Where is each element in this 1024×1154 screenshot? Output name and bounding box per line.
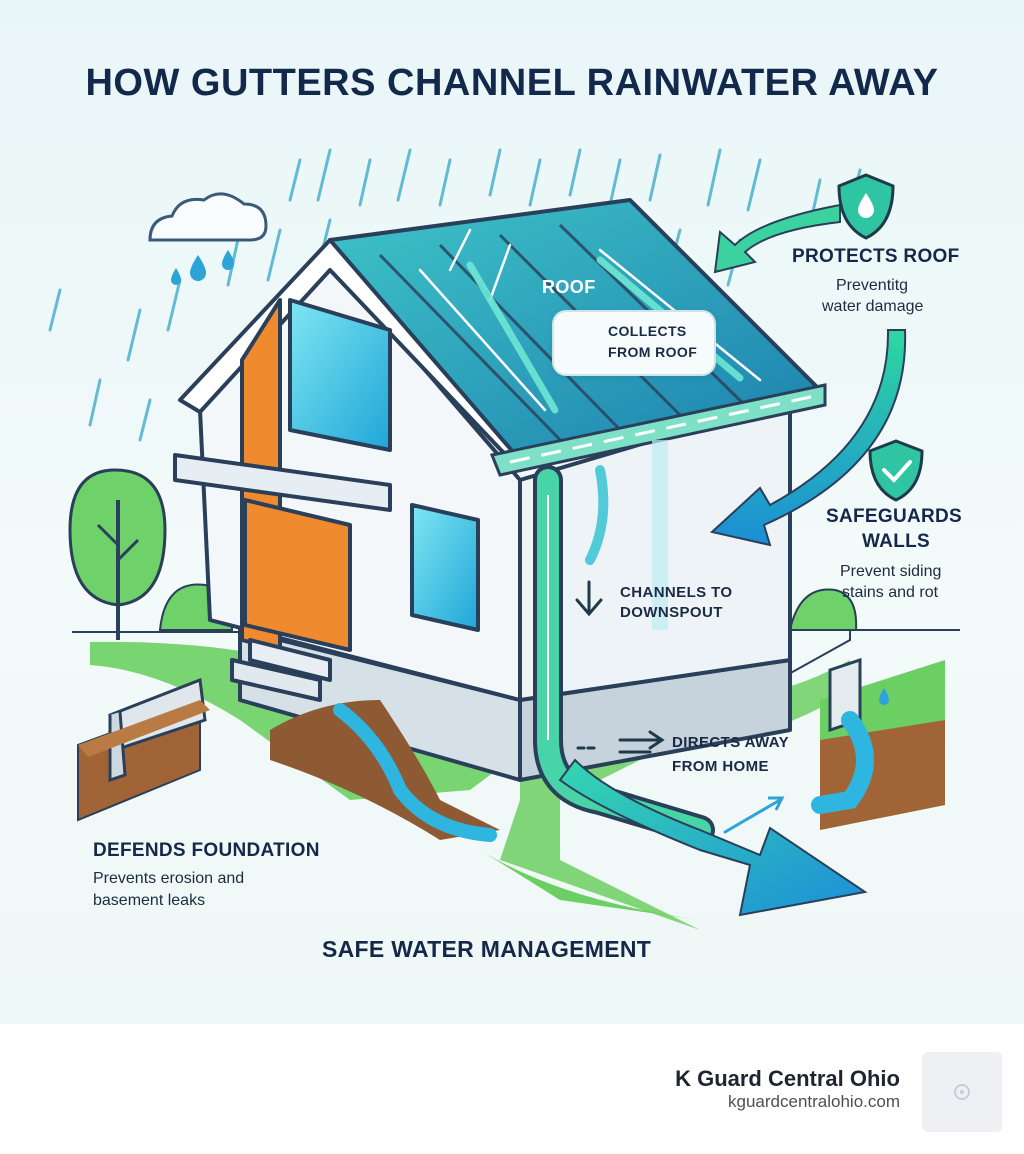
raindrop-icon — [171, 250, 234, 285]
arrow-right-icon — [576, 730, 665, 754]
footer — [0, 1024, 1024, 1154]
house-illustration — [48, 148, 960, 930]
brand-logo — [922, 1052, 1002, 1132]
safeguards-line2: stains and rot — [842, 584, 939, 601]
channels-line2: DOWNSPOUT — [620, 604, 723, 621]
collects-line2: FROM ROOF — [608, 344, 698, 360]
shield-check-icon — [868, 439, 924, 502]
cloud-icon — [148, 192, 268, 242]
safeguards-heading1: SAFEGUARDS — [826, 506, 963, 527]
safeguards-heading2: WALLS — [862, 531, 930, 552]
house — [173, 198, 822, 782]
gutter — [489, 383, 827, 477]
infographic-canvas: HOW GUTTERS CHANNEL RAINWATER AWAY ROOF … — [0, 0, 1024, 1024]
collects-callout — [552, 310, 716, 376]
channels-line1: CHANNELS TO — [620, 584, 733, 601]
tree-icon — [68, 468, 167, 640]
protects-roof-heading: PROTECTS ROOF — [792, 246, 960, 267]
safeguards-line1: Prevent siding — [840, 563, 942, 580]
protects-roof-line2: water damage — [822, 298, 924, 315]
brand-name: K Guard Central Ohio — [675, 1066, 900, 1091]
collects-line1: COLLECTS — [608, 323, 687, 339]
foundation-heading: DEFENDS FOUNDATION — [93, 840, 320, 861]
arrow-down-icon — [575, 580, 603, 617]
safeguards-arrow — [709, 329, 907, 547]
page-title: HOW GUTTERS CHANNEL RAINWATER AWAY — [85, 62, 939, 104]
protects-roof-arrow — [713, 203, 841, 274]
directs-line1: DIRECTS AWAY — [672, 734, 790, 751]
brand-url: kguardcentralohio.com — [728, 1092, 900, 1111]
foundation-line2: basement leaks — [93, 892, 206, 909]
roof-label: ROOF — [542, 277, 596, 297]
safe-water-caption: SAFE WATER MANAGEMENT — [322, 936, 652, 962]
shield-drop-icon — [837, 173, 895, 240]
directs-line2: FROM HOME — [672, 758, 769, 775]
foundation-wall-icon — [77, 677, 210, 822]
protects-roof-line1: Preventitg — [836, 277, 909, 294]
drain-inset-icon — [811, 657, 945, 830]
logo-mark-icon — [954, 1084, 970, 1100]
foundation-line1: Prevents erosion and — [93, 870, 245, 887]
